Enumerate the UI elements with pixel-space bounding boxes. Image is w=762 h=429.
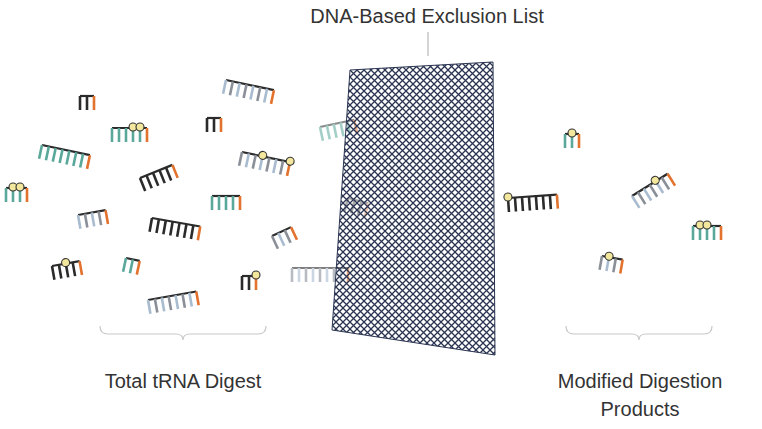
leader-line [428,32,429,56]
rna-fragment [207,118,221,132]
rna-fragment [150,218,201,240]
bracket [100,326,266,340]
caption-label: Modified Digestion Products [525,367,755,423]
caption-label: Total tRNA Digest [53,367,313,395]
rna-fragment [212,196,240,210]
rna-fragment [629,170,675,208]
rna-fragments [504,129,721,273]
caption-label: DNA-Based Exclusion List [257,2,597,30]
rna-fragment [112,123,147,142]
rna-fragment [272,227,297,249]
rna-fragment [565,129,579,148]
rna-fragment [693,221,721,240]
rna-fragment [51,256,82,280]
bracket [566,326,712,340]
rna-fragment [80,96,94,110]
rna-fragment [504,190,558,213]
rna-fragment [242,271,260,290]
rna-fragment [123,258,140,275]
rna-fragment [223,80,274,104]
rna-fragments [6,80,368,314]
rna-fragment [239,147,295,177]
rna-fragment [600,251,624,273]
rna-fragment [140,165,178,191]
rna-fragment [148,291,199,313]
rna-fragment [78,210,108,229]
rna-fragment [6,183,27,202]
exclusion-mesh [332,62,495,355]
rna-fragment [39,145,90,169]
